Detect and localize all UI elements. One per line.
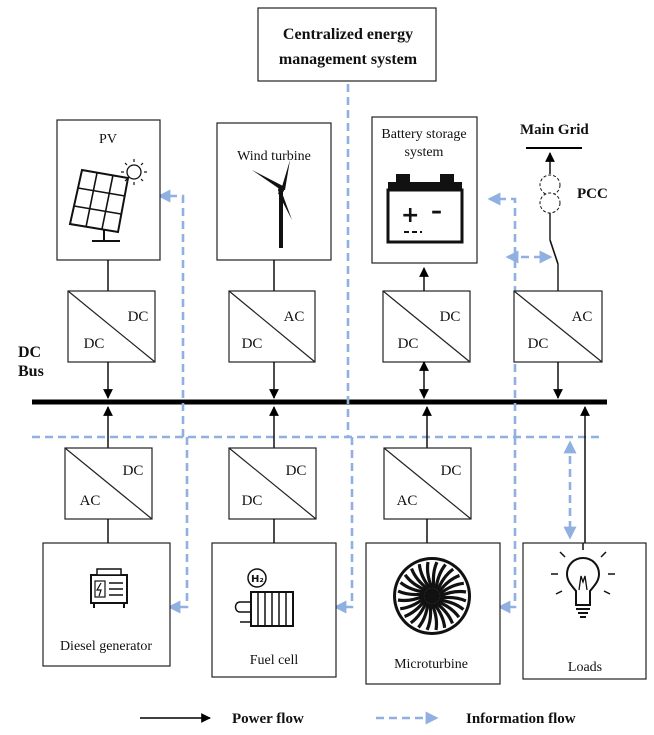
dc-bus-label-line1: DC (18, 344, 41, 361)
cems-title-line2: management system (279, 51, 418, 68)
cems-title-line1: Centralized energy (283, 26, 413, 43)
svg-text:–: – (431, 199, 442, 224)
wind-turbine-label: Wind turbine (237, 149, 311, 164)
dc-bus-label-line2: Bus (18, 363, 44, 380)
fuel-cell-converter-top-label: DC (286, 463, 307, 479)
cems-box: Centralized energy management system (257, 7, 437, 82)
fuel-cell-label: Fuel cell (250, 653, 299, 668)
diesel-converter-bottom-label: AC (80, 493, 101, 509)
wind-turbine-icon (252, 160, 292, 248)
microturbine-label: Microturbine (394, 657, 468, 672)
microturbine-converter-bottom-label: AC (397, 493, 418, 509)
pcc-transformer-icon (539, 174, 561, 214)
battery-icon: + – (386, 174, 464, 244)
fuel-cell-converter-bottom-label: DC (242, 493, 263, 509)
legend-power-flow-label: Power flow (232, 711, 304, 727)
legend: Power flow Information flow (140, 711, 576, 727)
loads-source: Loads (522, 542, 647, 680)
pv-source: PV (56, 119, 161, 261)
main-grid-label: Main Grid (520, 122, 589, 138)
svg-text:+: + (401, 203, 419, 228)
fuel-cell-icon: H₂ (234, 568, 294, 627)
diesel-converter: DC AC (64, 447, 153, 520)
battery-converter-bottom-label: DC (398, 336, 419, 352)
grid-converter-bottom-label: DC (528, 336, 549, 352)
battery-label-line1: Battery storage (381, 127, 466, 142)
wind-turbine-source: Wind turbine (216, 122, 332, 261)
grid-converter: AC DC (513, 290, 603, 363)
legend-information-flow-label: Information flow (466, 711, 576, 727)
battery-label-line2: system (405, 145, 444, 160)
microturbine-converter-top-label: DC (441, 463, 462, 479)
pv-converter-top-label: DC (128, 309, 149, 325)
solar-panel-icon (68, 159, 147, 242)
battery-storage-source: Battery storage system + – (371, 116, 478, 264)
wind-converter: AC DC (228, 290, 316, 363)
microturbine-converter: DC AC (383, 447, 472, 520)
microturbine-source: Microturbine (365, 542, 501, 685)
pv-converter: DC DC (67, 290, 156, 363)
battery-converter: DC DC (382, 290, 471, 363)
diesel-converter-top-label: DC (123, 463, 144, 479)
wind-converter-top-label: AC (284, 309, 305, 325)
fuel-cell-source: H₂ Fuel cell (211, 542, 337, 678)
pcc-label: PCC (577, 186, 608, 202)
grid-converter-top-label: AC (572, 309, 593, 325)
light-bulb-icon (551, 543, 615, 618)
wind-converter-bottom-label: DC (242, 336, 263, 352)
generator-icon (90, 568, 128, 608)
diesel-generator-source: Diesel generator (42, 542, 171, 667)
pcc-switch (549, 239, 559, 265)
fuel-cell-converter: DC DC (228, 447, 317, 520)
main-grid: Main Grid PCC (520, 122, 608, 291)
microturbine-icon (393, 557, 471, 635)
svg-text:H₂: H₂ (251, 574, 264, 585)
pv-converter-bottom-label: DC (84, 336, 105, 352)
loads-label: Loads (568, 660, 602, 675)
pv-label: PV (99, 132, 117, 147)
battery-converter-top-label: DC (440, 309, 461, 325)
diesel-generator-label: Diesel generator (60, 639, 152, 654)
